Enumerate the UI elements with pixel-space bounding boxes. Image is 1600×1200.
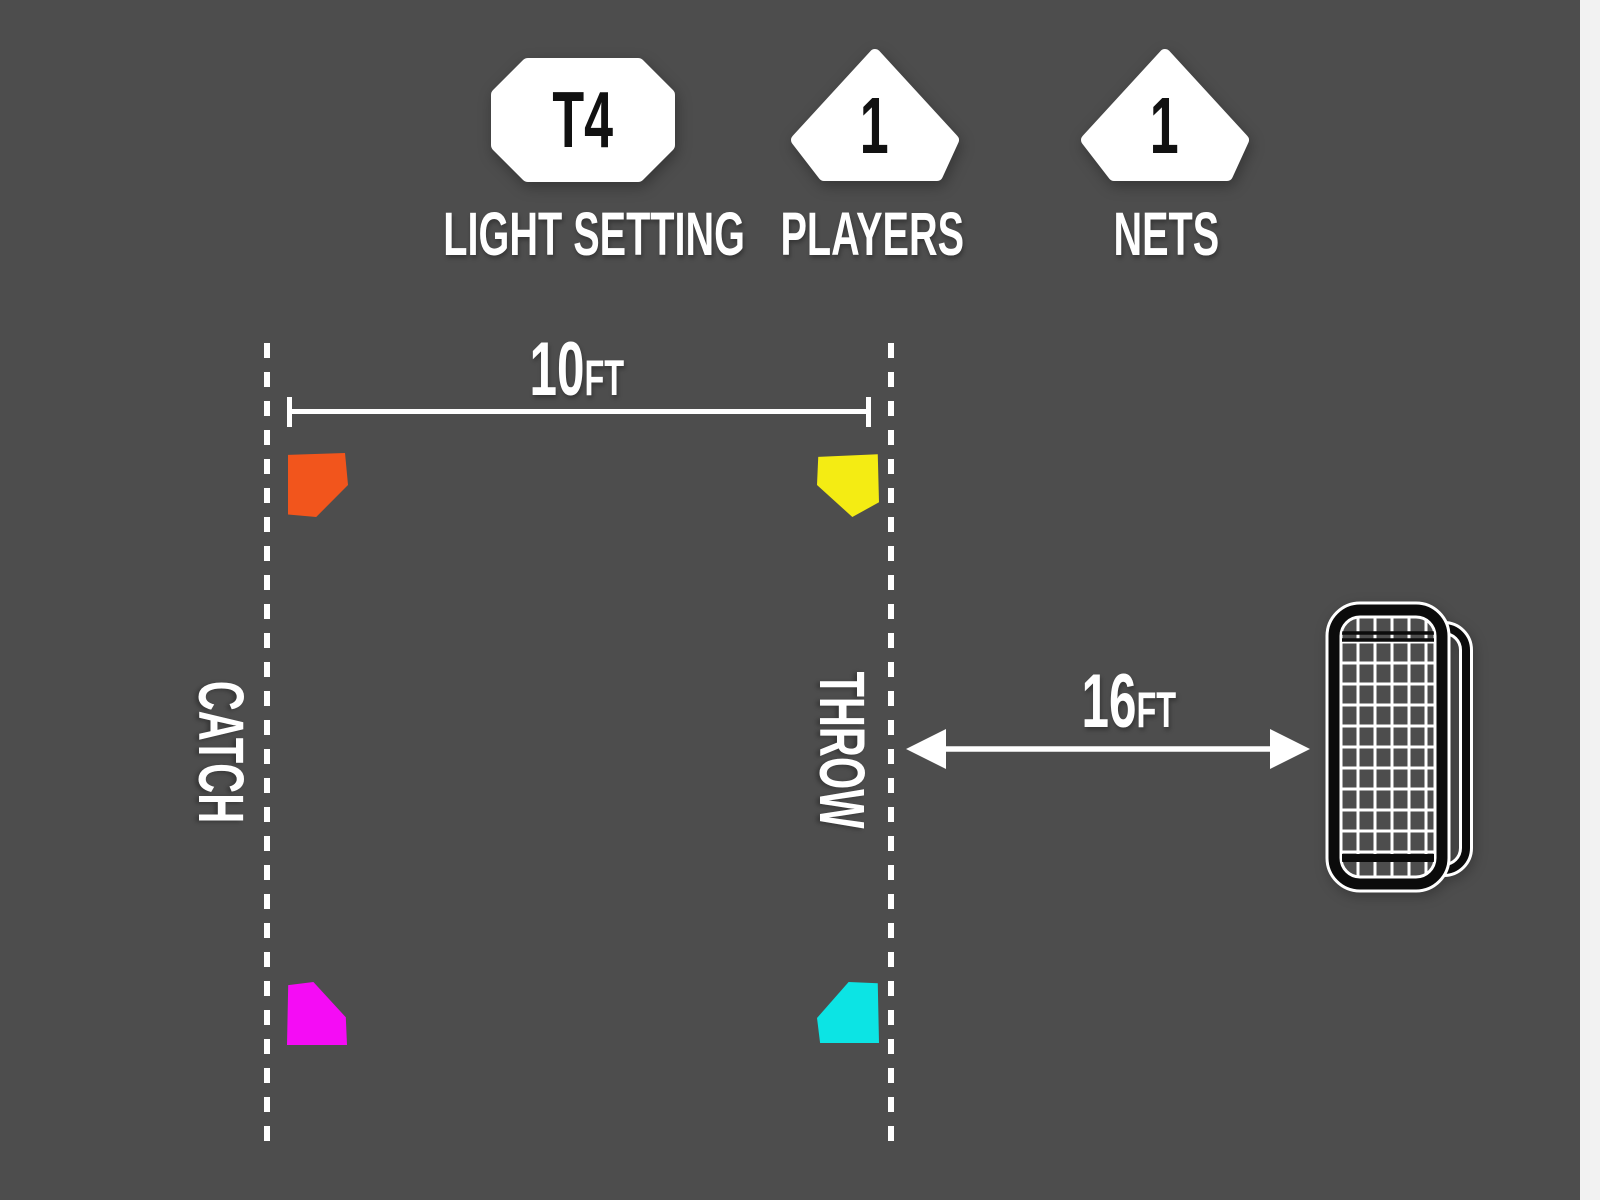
throw-line (888, 343, 894, 1143)
net-distance-value: 16 (1081, 659, 1137, 744)
pentagon-icon (791, 49, 959, 181)
page-edge-strip (1580, 0, 1600, 1200)
lane-width-label: 10FT (377, 332, 777, 408)
double-arrow-icon (906, 729, 1310, 769)
marker-bottom-right (817, 982, 879, 1043)
nets-count: 1 (1149, 81, 1179, 170)
catch-label: CATCH (185, 680, 257, 824)
octagon-icon (491, 58, 675, 182)
light-setting-badge: T4 (488, 55, 678, 185)
lane-width-unit: FT (584, 350, 625, 406)
width-measure-line (289, 409, 869, 414)
rebounder-net-icon (1325, 601, 1473, 893)
nets-badge: 1 (1078, 48, 1250, 182)
measure-tick-right (866, 397, 871, 427)
nets-label: NETS (1113, 200, 1219, 268)
pentagon-icon (1081, 49, 1249, 181)
light-setting-value: T4 (552, 75, 614, 164)
lane-width-value: 10 (529, 327, 585, 412)
measure-tick-left (287, 397, 292, 427)
players-count: 1 (859, 81, 889, 170)
light-setting-label: LIGHT SETTING (443, 200, 746, 268)
net-distance-unit: FT (1136, 682, 1177, 738)
throw-label: THROW (806, 671, 878, 829)
players-label: PLAYERS (780, 200, 964, 268)
marker-top-left (288, 453, 348, 517)
marker-bottom-left (287, 982, 347, 1045)
catch-line (264, 343, 270, 1143)
players-badge: 1 (788, 48, 960, 182)
marker-top-right (817, 454, 879, 517)
net-distance-label: 16FT (929, 664, 1329, 740)
